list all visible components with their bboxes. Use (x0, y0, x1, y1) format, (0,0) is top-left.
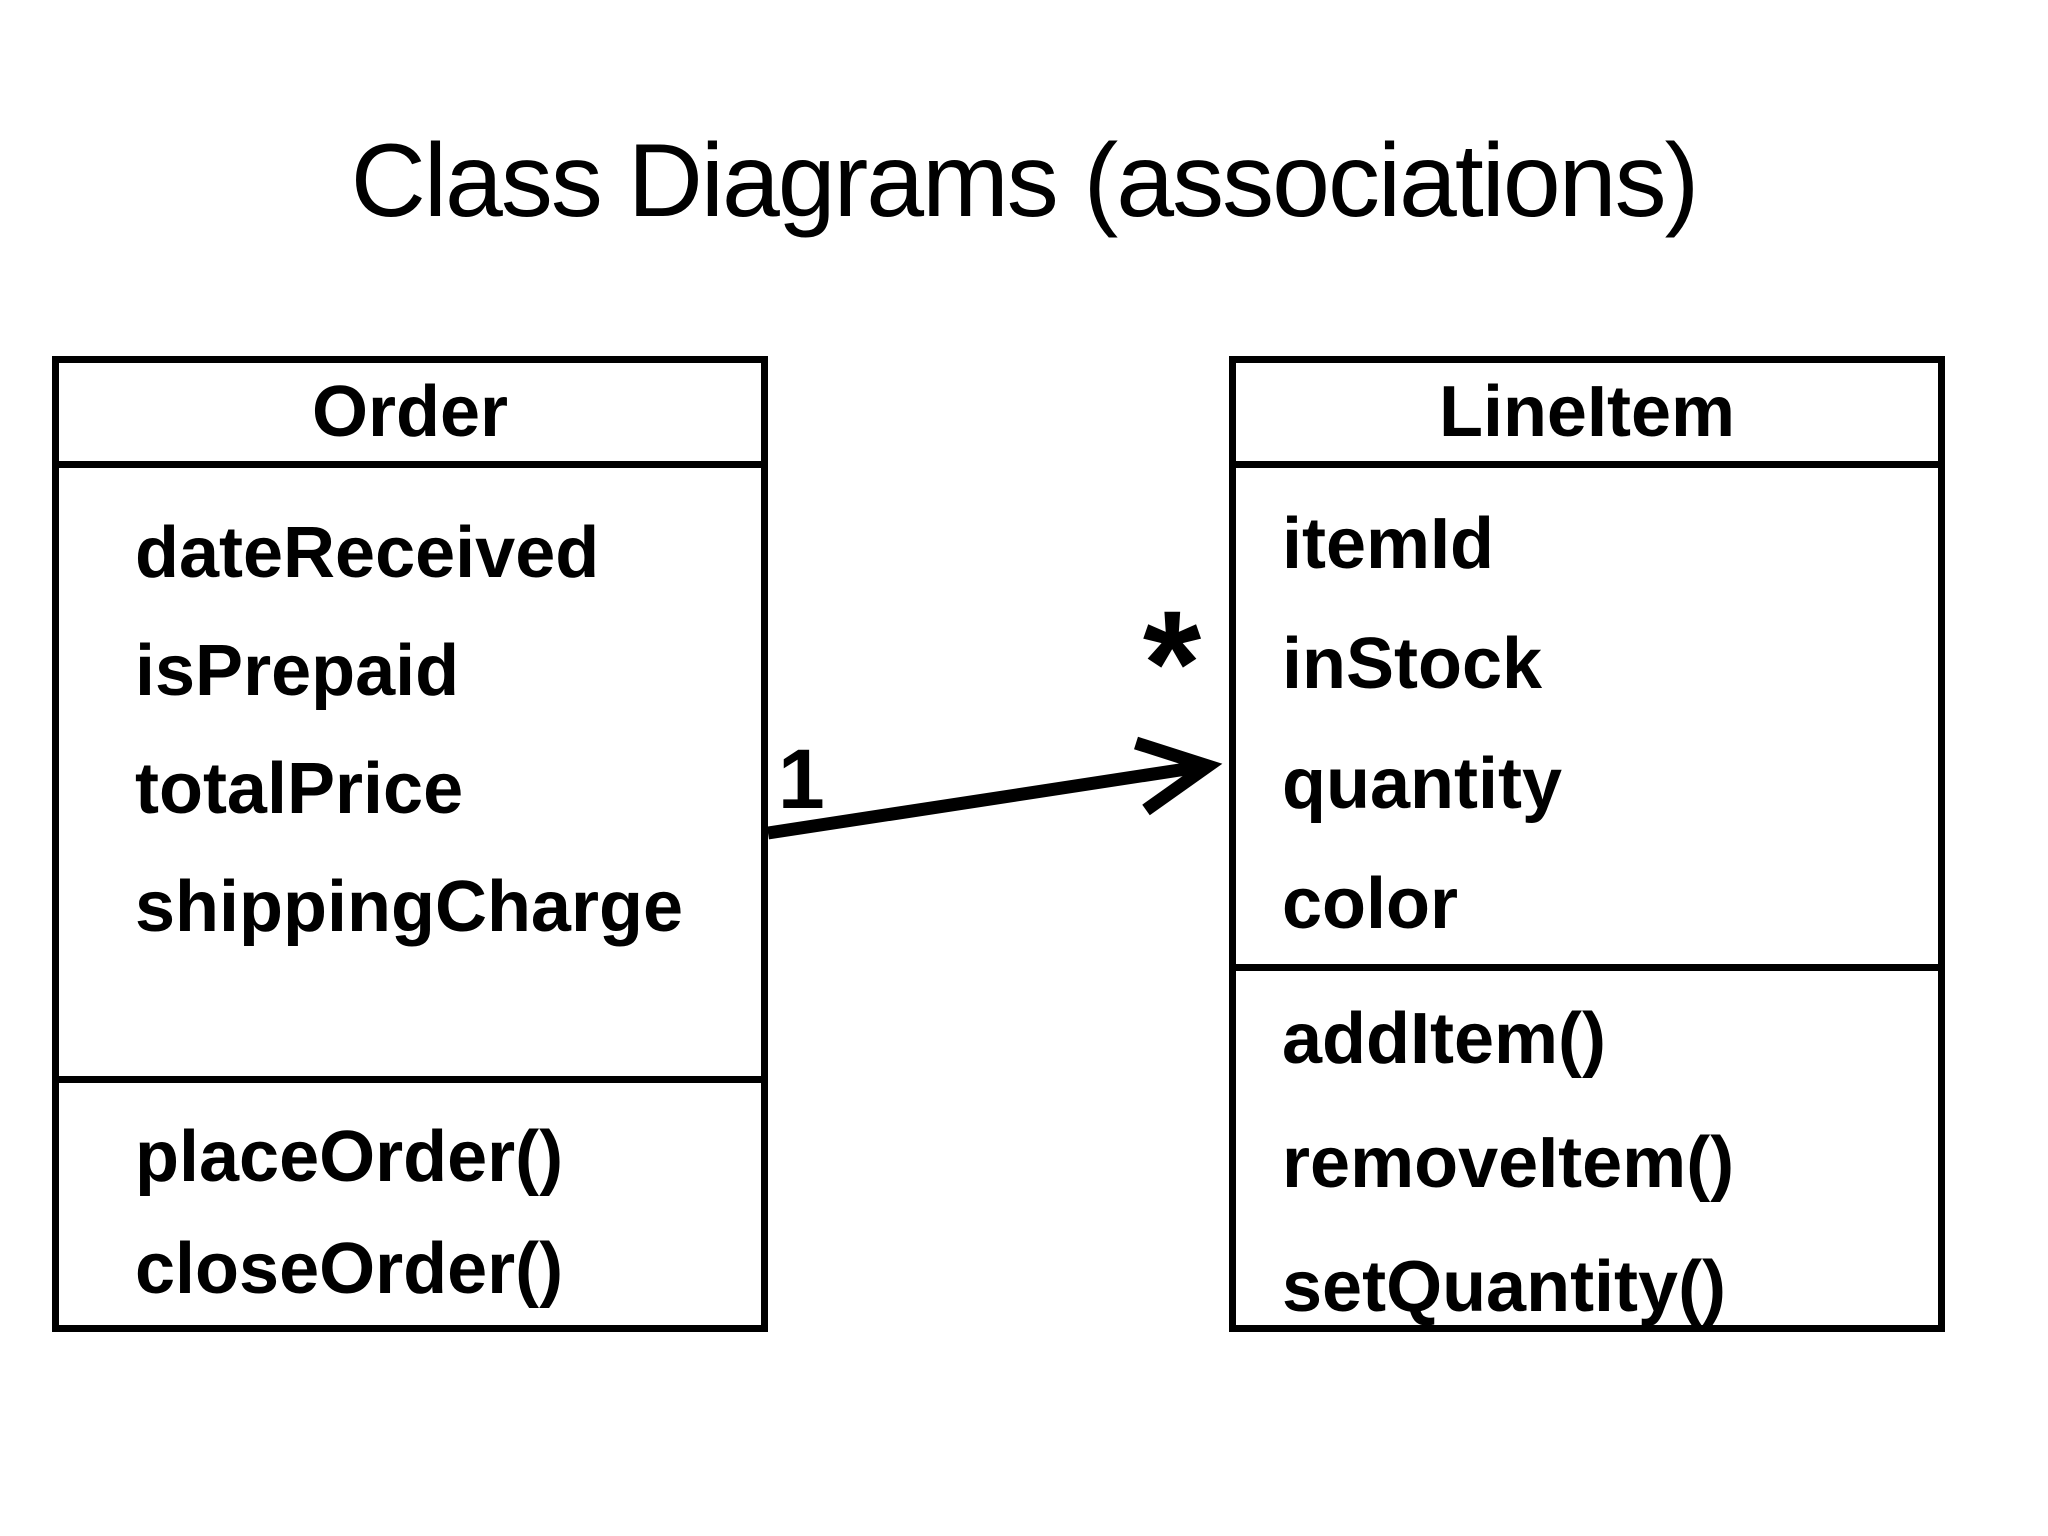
lineitem-attributes-section: itemId inStock quantity color (1236, 468, 1938, 964)
attribute-item: color (1282, 864, 1459, 944)
class-name-order: Order (59, 363, 761, 468)
order-methods-section: placeOrder() closeOrder() (59, 1076, 761, 1325)
multiplicity-source: 1 (778, 732, 825, 826)
multiplicity-target: * (1142, 579, 1202, 747)
attribute-item: inStock (1282, 624, 1543, 704)
attribute-item: itemId (1282, 504, 1495, 584)
attribute-item: totalPrice (135, 749, 464, 829)
order-attributes-section: dateReceived isPrepaid totalPrice shippingC… (59, 468, 761, 1076)
attribute-item: dateReceived (135, 513, 600, 593)
class-box-order: Order dateReceived isPrepaid totalPrice shi… (52, 356, 768, 1332)
lineitem-methods-section: addItem() removeItem() setQuantity() (1236, 964, 1938, 1349)
class-name-lineitem: LineItem (1236, 363, 1938, 468)
class-box-lineitem: LineItem itemId inStock quantity color addI… (1229, 356, 1945, 1332)
open-arrowhead-icon (1134, 736, 1223, 816)
method-item: setQuantity() (1282, 1247, 1727, 1327)
attribute-item: shippingCharge (135, 867, 684, 947)
slide-title: Class Diagrams (associations) (350, 123, 1699, 239)
method-item: removeItem() (1282, 1123, 1735, 1203)
association-line (767, 759, 1207, 840)
method-item: placeOrder() (135, 1117, 564, 1197)
attribute-item: quantity (1282, 744, 1562, 824)
attribute-item: isPrepaid (135, 631, 460, 711)
method-item: closeOrder() (135, 1229, 564, 1309)
method-item: addItem() (1282, 999, 1606, 1079)
